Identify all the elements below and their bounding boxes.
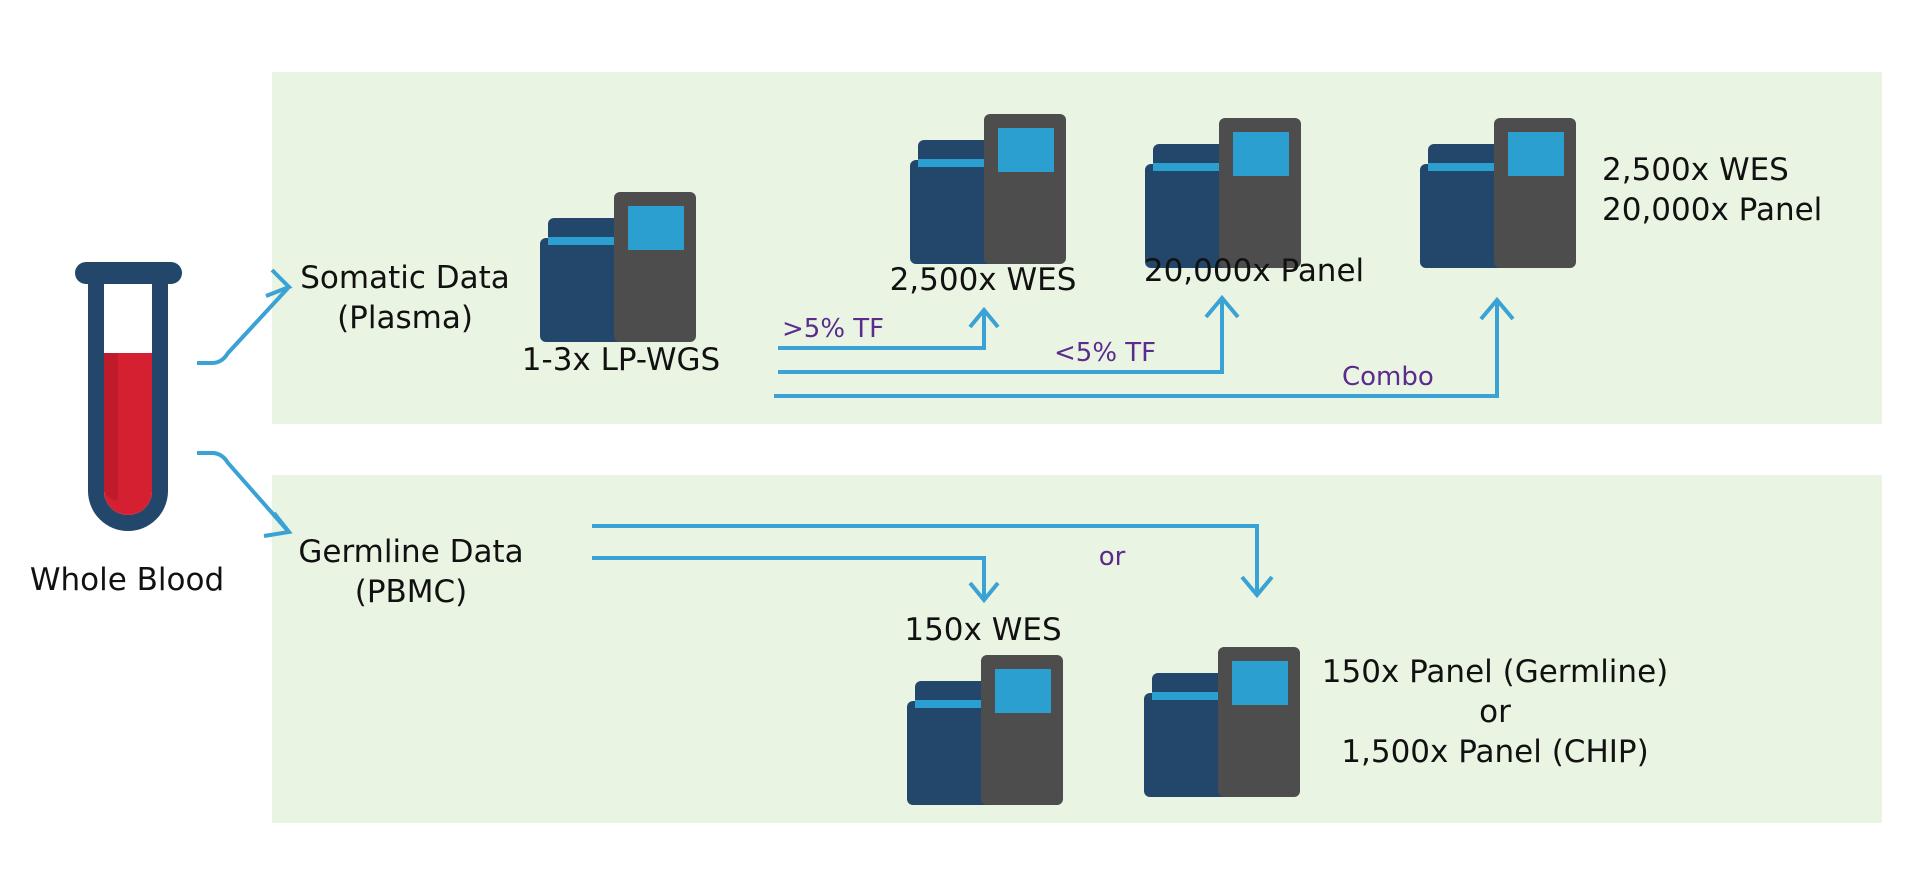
somatic-panel-label: 20,000x Panel	[1144, 253, 1364, 289]
somatic-title-line1: Somatic Data	[300, 260, 510, 296]
arrow-low-tf-to-panel	[778, 294, 1240, 374]
whole-blood-label: Whole Blood	[30, 562, 224, 598]
combo-label-line2: 20,000x Panel	[1602, 192, 1822, 228]
arrow-germline-to-panel	[592, 524, 1274, 599]
somatic-title-line2: (Plasma)	[337, 300, 473, 336]
condition-low-tf: <5% TF	[1054, 338, 1156, 368]
germline-panel-or: or	[1479, 694, 1511, 730]
combo-label-line1: 2,500x WES	[1602, 152, 1789, 188]
condition-high-tf: >5% TF	[782, 314, 884, 344]
germline-title-line1: Germline Data	[298, 534, 523, 570]
arrow-combo-to-both	[774, 296, 1515, 398]
arrow-to-somatic	[197, 268, 293, 365]
arrow-high-tf-to-wes	[778, 306, 1000, 350]
condition-combo: Combo	[1342, 362, 1434, 392]
germline-panel-line3: 1,500x Panel (CHIP)	[1341, 734, 1648, 770]
test-tube-icon	[75, 262, 182, 531]
germline-or-label: or	[1099, 542, 1126, 572]
germline-wes-label: 150x WES	[904, 612, 1061, 648]
germline-title-line2: (PBMC)	[355, 574, 468, 610]
germline-panel-line1: 150x Panel (Germline)	[1322, 654, 1668, 690]
arrow-to-germline	[197, 451, 293, 538]
somatic-wes-label: 2,500x WES	[890, 262, 1077, 298]
arrow-germline-to-wes	[592, 556, 1000, 604]
germline-panel-background	[272, 475, 1882, 823]
lp-wgs-label: 1-3x LP-WGS	[522, 342, 720, 378]
